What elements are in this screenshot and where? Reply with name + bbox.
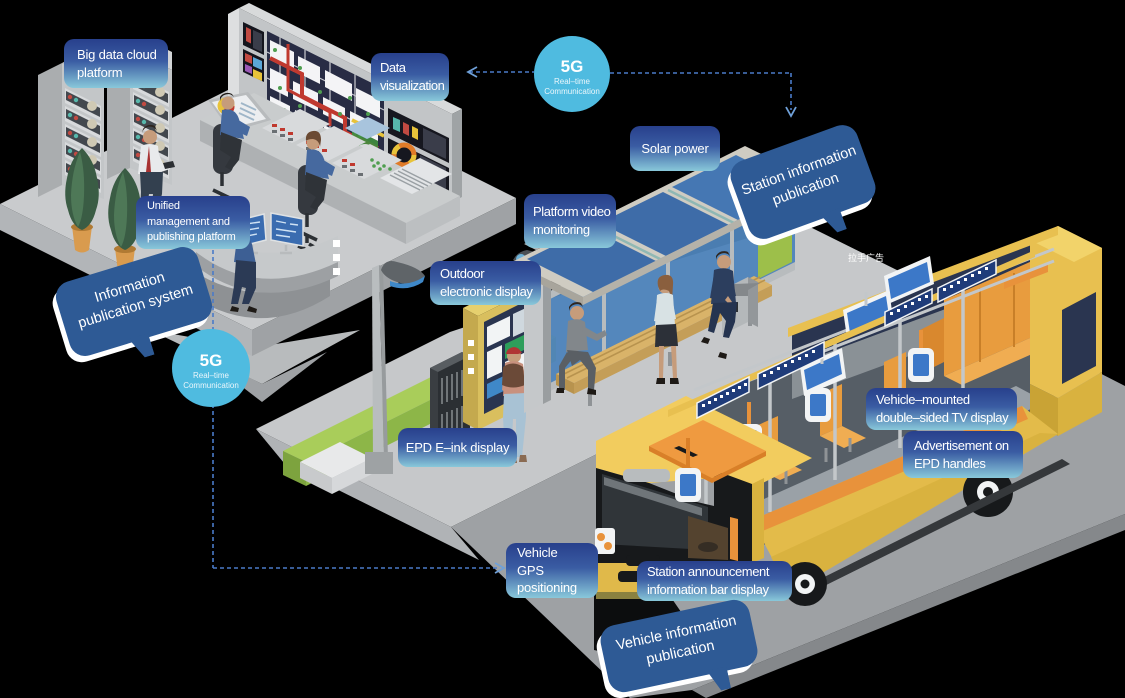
svg-text:5G: 5G (561, 57, 584, 76)
svg-text:Real–time: Real–time (193, 371, 230, 380)
svg-text:5G: 5G (200, 351, 223, 370)
svg-text:Real–time: Real–time (554, 77, 591, 86)
svg-text:拉手广告: 拉手广告 (848, 252, 884, 263)
svg-text:Communication: Communication (544, 87, 600, 96)
svg-text:Communication: Communication (183, 381, 239, 390)
